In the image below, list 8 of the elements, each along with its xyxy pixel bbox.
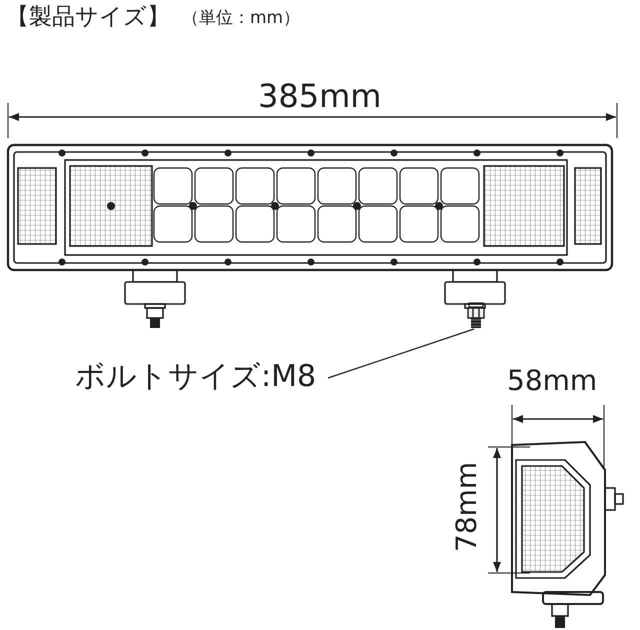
dimension-label: 58mm	[507, 367, 598, 395]
dimension-label: 78mm	[453, 462, 481, 552]
unit-note: （単位：mm）	[182, 10, 300, 27]
title: 【製品サイズ】	[6, 6, 170, 29]
bolt-drawing	[467, 302, 485, 329]
dimension-label: 385mm	[258, 80, 382, 112]
callout-text: ボルトサイズ:M8	[75, 362, 316, 392]
leader-line	[328, 328, 474, 379]
